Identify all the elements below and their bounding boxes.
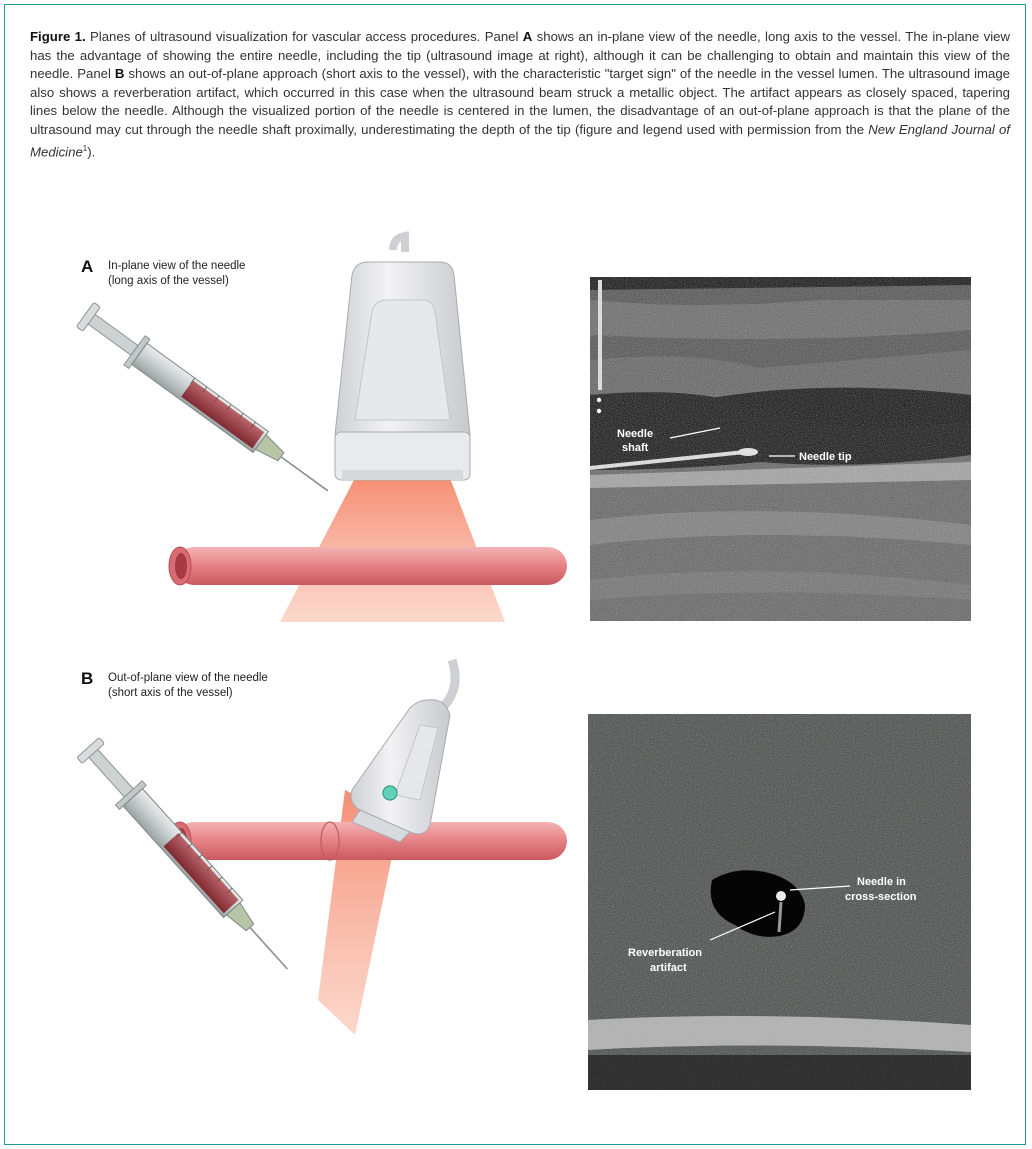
panel-b-label-reverb-1: Reverberation bbox=[628, 947, 702, 959]
panel-b-label-cross-section-1: Needle in bbox=[857, 876, 906, 888]
panel-a-label-needle-shaft-2: shaft bbox=[622, 442, 649, 454]
panel-a-label-needle-shaft-1: Needle bbox=[617, 428, 653, 440]
panel-b-ultrasound-image: Needle in cross-section Reverberation ar… bbox=[588, 714, 971, 1090]
panel-a-ultrasound-image: Needle shaft Needle tip bbox=[590, 277, 971, 621]
panel-b-illustration bbox=[75, 660, 567, 1035]
panel-a-vessel bbox=[169, 547, 567, 585]
panel-a-label-needle-tip: Needle tip bbox=[799, 451, 852, 463]
panel-b-probe bbox=[351, 700, 450, 842]
panel-b-label-reverb-2: artifact bbox=[650, 962, 687, 974]
panel-b-label-cross-section-2: cross-section bbox=[845, 891, 917, 903]
panel-a-illustration bbox=[75, 236, 567, 622]
panel-a-syringe bbox=[75, 300, 339, 505]
panel-a-probe bbox=[335, 262, 470, 480]
